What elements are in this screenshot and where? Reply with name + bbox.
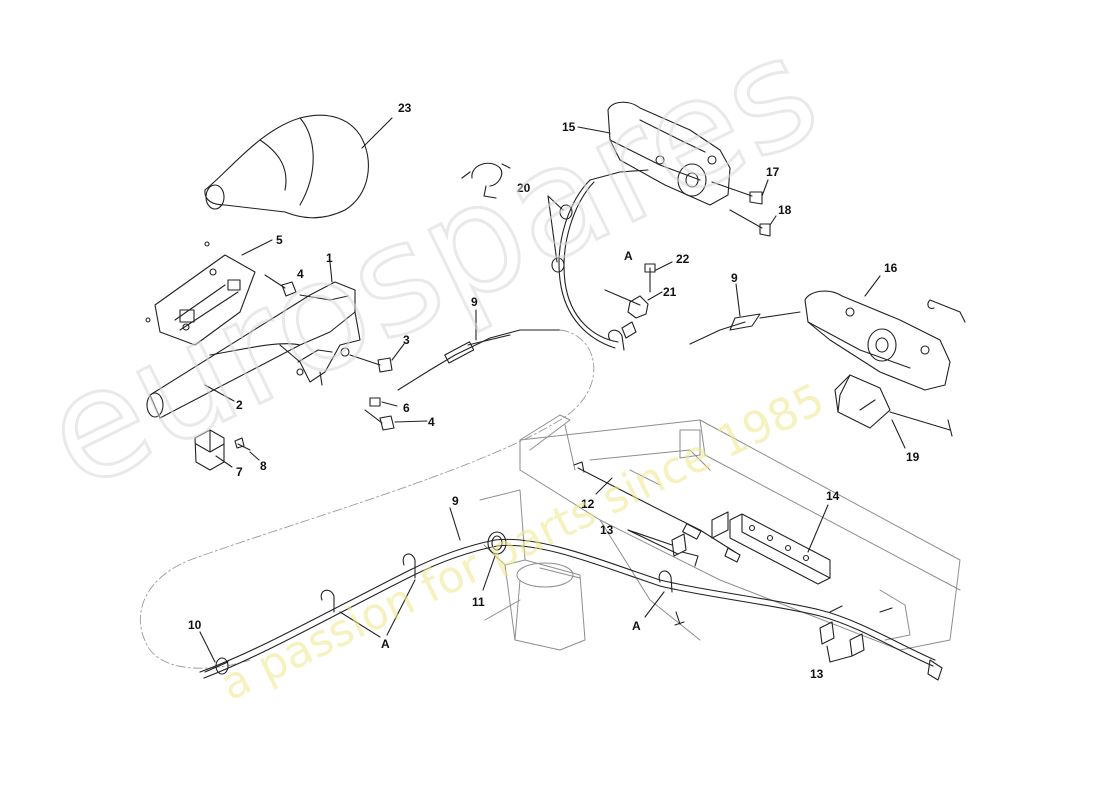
clip-part-6 — [369, 397, 381, 407]
callout-6: 6 — [403, 401, 410, 415]
vehicle-floor-structure — [479, 414, 961, 651]
mounting-bracket-part-5 — [145, 241, 256, 346]
cable-routing-outline — [139, 329, 595, 669]
cable-clips-a — [320, 553, 673, 613]
callout-13-upper: 13 — [600, 523, 614, 537]
bolt-part-17 — [711, 181, 763, 205]
front-cable-part-9 — [397, 329, 561, 391]
callout-23: 23 — [398, 101, 412, 115]
callout-a-left: A — [381, 637, 390, 651]
callout-22: 22 — [676, 252, 690, 266]
callout-a-caliper: A — [624, 249, 633, 263]
brake-caliper-part-16 — [804, 290, 951, 391]
screw-part-8 — [234, 437, 251, 451]
cable-bracket-part-13-upper — [671, 533, 699, 626]
bolt-part-18 — [729, 209, 771, 237]
callout-14: 14 — [826, 489, 840, 503]
switch-part-7 — [194, 429, 225, 471]
adjuster-rod-part-12 — [573, 461, 741, 563]
caliper-cable-part-9-right — [604, 289, 801, 345]
callout-15: 15 — [562, 120, 576, 134]
callout-2: 2 — [236, 398, 243, 412]
bolt-part-4-lower — [364, 409, 395, 431]
callout-13-lower: 13 — [810, 667, 824, 681]
grommet-part-11 — [487, 531, 507, 555]
callout-16: 16 — [884, 261, 898, 275]
lever-gaiter-part-23 — [204, 114, 369, 219]
brake-pads-part-19 — [834, 374, 953, 437]
brake-caliper-part-15 — [607, 101, 731, 206]
bolt-part-3 — [349, 354, 393, 373]
support-rail-part-14 — [711, 511, 831, 585]
bolt-part-4-upper — [264, 274, 297, 297]
callout-9-rear: 9 — [452, 494, 459, 508]
callout-11: 11 — [472, 595, 485, 609]
spring-clip — [927, 299, 966, 323]
callout-4-upper: 4 — [297, 267, 304, 281]
callout-9-right: 9 — [731, 271, 738, 285]
callout-10: 10 — [188, 618, 202, 632]
hose-clip — [461, 162, 511, 199]
clamp-part-21 — [621, 295, 649, 339]
cable-bracket-part-13-lower — [819, 605, 943, 681]
callout-18: 18 — [778, 203, 792, 217]
callout-7: 7 — [236, 465, 243, 479]
handbrake-lever-part-1-2 — [146, 281, 361, 419]
caliper-cable-part-20 — [551, 169, 649, 351]
callout-20: 20 — [517, 181, 531, 195]
callout-1: 1 — [326, 251, 333, 265]
callout-8: 8 — [260, 459, 267, 473]
callout-4-lower: 4 — [428, 415, 435, 429]
callout-5: 5 — [276, 233, 283, 247]
callout-12: 12 — [581, 497, 595, 511]
rear-brake-cable-part-9 — [199, 538, 936, 679]
callout-17: 17 — [766, 165, 780, 179]
callout-3: 3 — [403, 333, 410, 347]
callout-19: 19 — [906, 450, 920, 464]
cable-end-part-10 — [204, 657, 229, 675]
callout-9-front: 9 — [471, 295, 478, 309]
callout-21: 21 — [663, 285, 677, 299]
callout-a-right: A — [632, 619, 641, 633]
bolt-part-22 — [644, 263, 656, 293]
